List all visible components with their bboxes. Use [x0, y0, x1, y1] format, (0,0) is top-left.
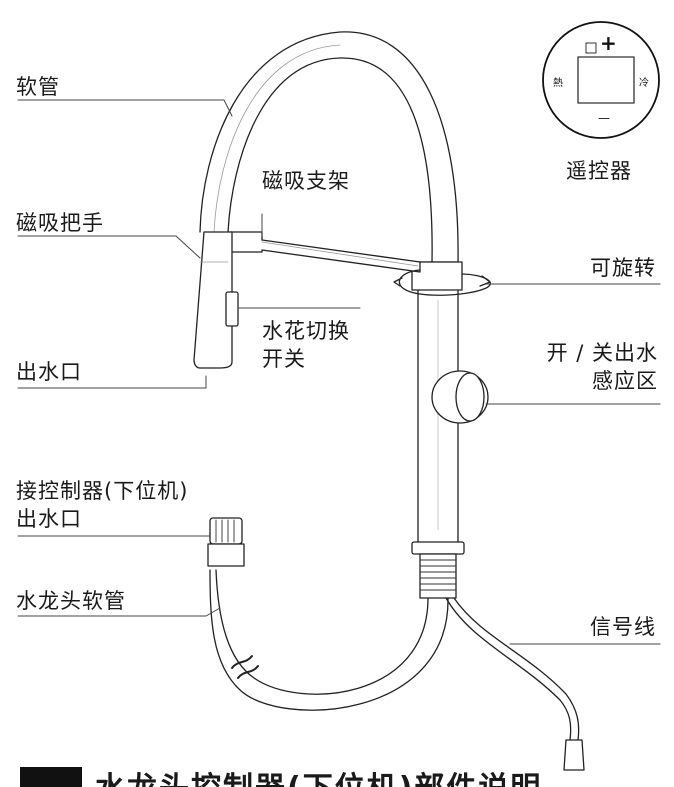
label-hose: 软管	[16, 75, 60, 99]
footer-title-marker	[20, 767, 82, 787]
label-sensor-2: 感应区	[592, 369, 658, 393]
label-spray-switch-1: 水花切换	[262, 319, 350, 343]
label-rotatable: 可旋转	[590, 256, 656, 280]
remote-hot-icon: 熱	[553, 76, 563, 89]
gooseneck-hose	[199, 31, 459, 263]
remote-cold-icon: 冷	[639, 76, 649, 89]
remote-plus: +	[600, 31, 617, 55]
controller-connector	[209, 517, 243, 545]
label-magnetic-bracket: 磁吸支架	[262, 169, 350, 193]
label-signal-wire: 信号线	[590, 615, 656, 639]
magnetic-handle	[193, 231, 233, 369]
label-magnetic-handle: 磁吸把手	[16, 211, 104, 235]
rotate-arrow	[398, 269, 491, 296]
label-outlet: 出水口	[16, 360, 82, 384]
spray-switch	[225, 291, 239, 327]
label-sensor-1: 开 / 关出水	[546, 341, 658, 365]
signal-wire	[445, 597, 572, 741]
footer-title-bar: 水龙头控制器(下位机)部件说明	[0, 757, 674, 787]
label-controller-outlet-2: 出水口	[16, 507, 82, 531]
base-thread	[419, 553, 457, 599]
label-spray-switch-2: 开关	[262, 347, 306, 371]
remote-minus: —	[598, 111, 610, 125]
leader-lines	[17, 99, 661, 645]
label-faucet-hose: 水龙头软管	[16, 589, 126, 613]
footer-title: 水龙头控制器(下位机)部件说明	[95, 763, 542, 787]
faucet-hose	[215, 569, 429, 695]
remote-display	[577, 56, 635, 104]
label-remote: 遥控器	[566, 159, 632, 183]
label-controller-outlet-1: 接控制器(下位机)	[16, 479, 189, 503]
